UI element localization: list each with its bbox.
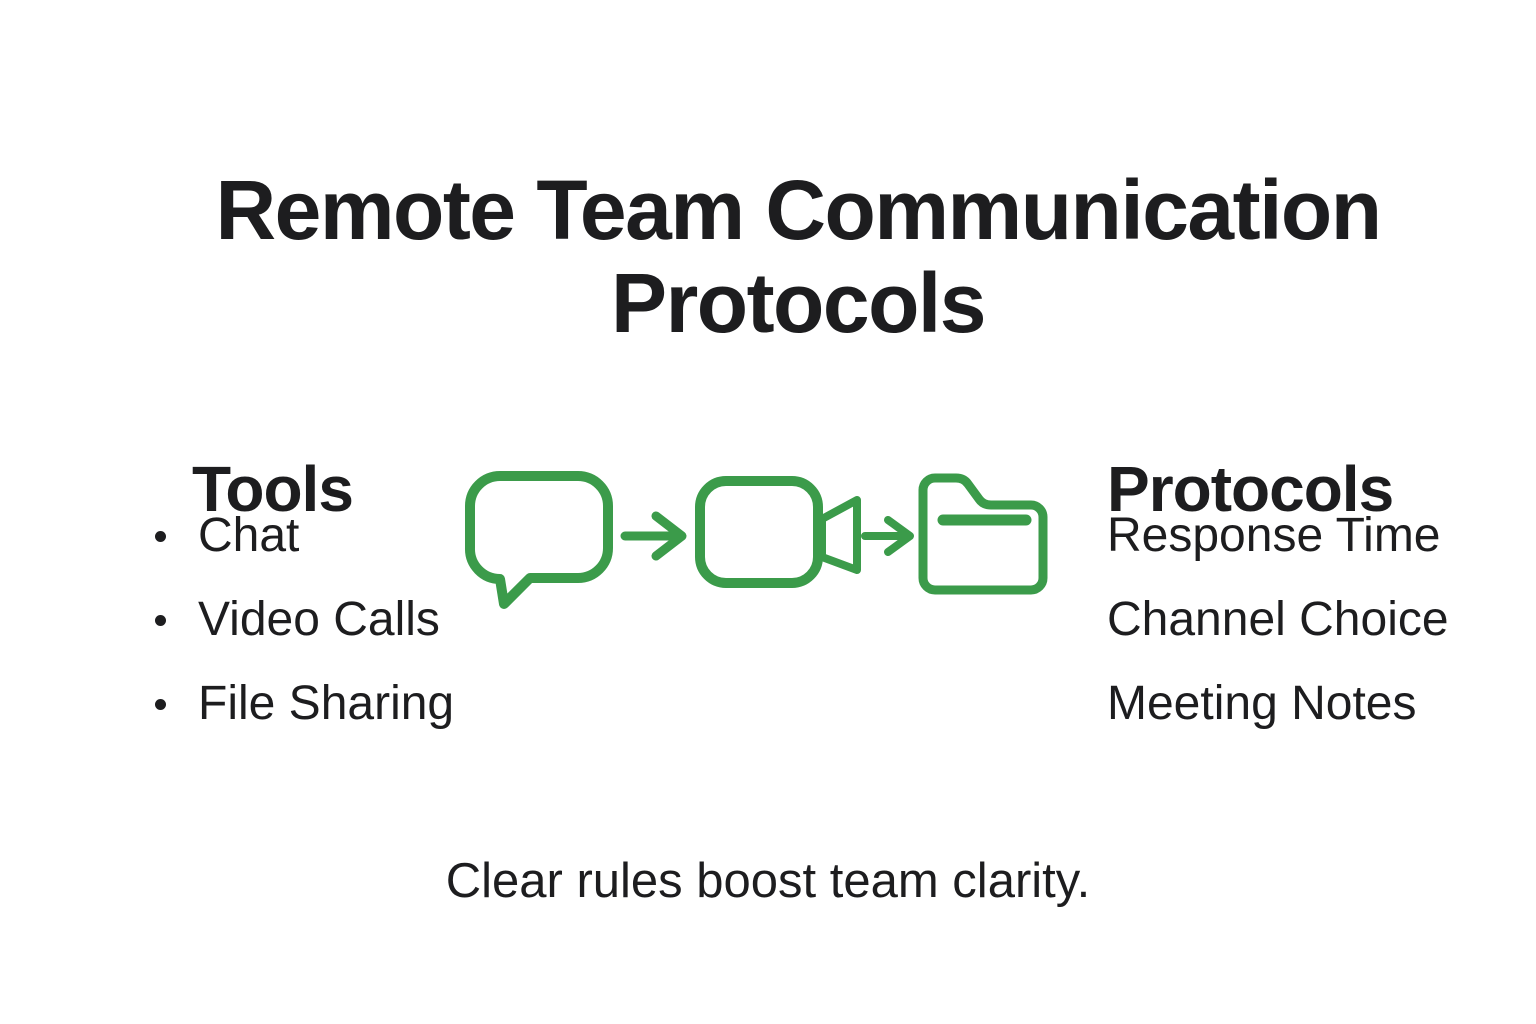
footer-tagline: Clear rules boost team clarity. — [445, 854, 1091, 908]
arrow-right-icon — [620, 511, 687, 561]
list-item: File Sharing — [155, 673, 454, 735]
list-item: Channel Choice — [1107, 589, 1449, 651]
tools-item-label: File Sharing — [198, 677, 455, 730]
tools-heading: Tools — [192, 453, 354, 526]
list-item: Response Time — [1107, 505, 1449, 567]
page-title: Remote Team Communication Protocols — [215, 163, 1382, 351]
bullet-dot — [155, 698, 166, 710]
bullet-dot — [155, 614, 166, 626]
list-item: Video Calls — [155, 589, 454, 651]
protocols-heading: Protocols — [1107, 453, 1394, 526]
protocols-item-label: Meeting Notes — [1107, 677, 1417, 730]
protocols-item-label: Channel Choice — [1107, 593, 1449, 646]
folder-icon — [918, 473, 1048, 595]
tools-item-label: Video Calls — [198, 593, 440, 646]
protocols-list: Response Time Channel Choice Meeting Not… — [1107, 505, 1449, 757]
communication-flow-diagram — [465, 471, 1048, 609]
tools-item-label: Chat — [198, 509, 300, 562]
arrow-right-icon — [861, 516, 914, 556]
list-item: Meeting Notes — [1107, 673, 1449, 735]
tools-list: Chat Video Calls File Sharing — [155, 505, 454, 757]
protocols-item-label: Response Time — [1107, 509, 1441, 562]
chat-bubble-icon — [465, 471, 613, 609]
bullet-dot — [155, 530, 166, 542]
list-item: Chat — [155, 505, 454, 567]
video-camera-icon — [695, 476, 861, 588]
